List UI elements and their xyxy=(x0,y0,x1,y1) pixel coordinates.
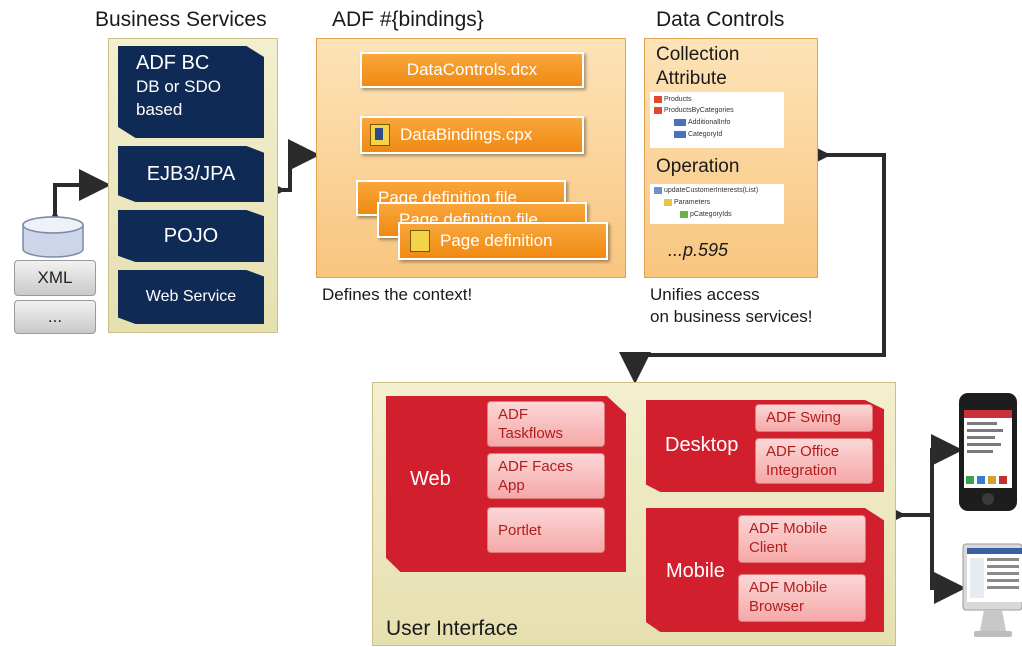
ejb3-jpa-box: EJB3/JPA xyxy=(118,146,264,202)
data-controls-caption-2: on business services! xyxy=(650,307,813,326)
tree-node-products: Products xyxy=(654,95,692,105)
adf-faces-app-item: ADF Faces App xyxy=(487,453,605,499)
db-services-arrow xyxy=(39,169,111,242)
tree-node-categoryid: CategoryId xyxy=(674,130,722,140)
tree-node-icon xyxy=(654,95,662,103)
tree-node-icon xyxy=(654,106,662,114)
file-icon xyxy=(370,124,390,146)
tree-node-icon xyxy=(654,186,662,194)
other-source: ... xyxy=(14,300,96,334)
adf-mobile-client-item: ADF Mobile Client xyxy=(738,515,866,563)
adf-swing-item: ADF Swing xyxy=(755,404,873,432)
user-interface-title: User Interface xyxy=(386,617,518,640)
adf-taskflows-item: ADF Taskflows xyxy=(487,401,605,447)
desktop-monitor-icon xyxy=(962,543,1022,637)
attribute-label: Attribute xyxy=(656,68,727,89)
mobile-label: Mobile xyxy=(666,560,725,582)
tree-node-additionalinfo: AdditionalInfo xyxy=(674,118,730,128)
pojo-box: POJO xyxy=(118,210,264,262)
xml-source: XML xyxy=(14,260,96,296)
data-controls-caption-1: Unifies access xyxy=(650,285,760,304)
tree-node-icon xyxy=(664,198,672,206)
database-icon xyxy=(22,216,84,258)
smartphone-icon xyxy=(959,393,1017,511)
datacontrols-dcx-file: DataControls.dcx xyxy=(360,52,584,88)
services-bindings-arrow xyxy=(254,139,320,206)
portlet-item: Portlet xyxy=(487,507,605,553)
tree-node-productsbycategories: ProductsByCategories xyxy=(654,106,734,116)
tree-node-icon xyxy=(680,210,688,218)
data-controls-title: Data Controls xyxy=(656,8,785,31)
tree-node-icon xyxy=(674,118,686,126)
page-reference: ...p.595 xyxy=(668,240,729,260)
bindings-caption: Defines the context! xyxy=(322,285,473,304)
business-services-title: Business Services xyxy=(95,8,267,31)
web-service-box: Web Service xyxy=(118,270,264,324)
adf-bc-box: ADF BC DB or SDO based xyxy=(118,46,264,138)
file-icon xyxy=(410,230,430,252)
tree-node-parameters: Parameters xyxy=(664,198,710,208)
desktop-label: Desktop xyxy=(665,434,739,456)
databindings-cpx-file: DataBindings.cpx xyxy=(360,116,584,154)
operation-label: Operation xyxy=(656,156,740,177)
web-label: Web xyxy=(410,468,451,490)
adf-mobile-browser-item: ADF Mobile Browser xyxy=(738,574,866,622)
operation-tree: updateCustomerInterests(List) Parameters… xyxy=(650,184,784,224)
datacontrols-ui-arrow xyxy=(619,139,886,384)
ui-devices-arrow xyxy=(874,434,963,531)
tree-node-pcategoryids: pCategoryIds xyxy=(680,210,732,220)
adf-office-integration-item: ADF Office Integration xyxy=(755,438,873,484)
collection-tree: Products ProductsByCategories Additional… xyxy=(650,92,784,148)
page-definition-file-3: Page definition xyxy=(398,222,608,260)
collection-label: Collection xyxy=(656,44,740,65)
tree-node-icon xyxy=(674,130,686,138)
data-controls-panel xyxy=(644,38,818,278)
bindings-title: ADF #{bindings} xyxy=(332,8,484,31)
tree-node-update: updateCustomerInterests(List) xyxy=(654,186,758,196)
